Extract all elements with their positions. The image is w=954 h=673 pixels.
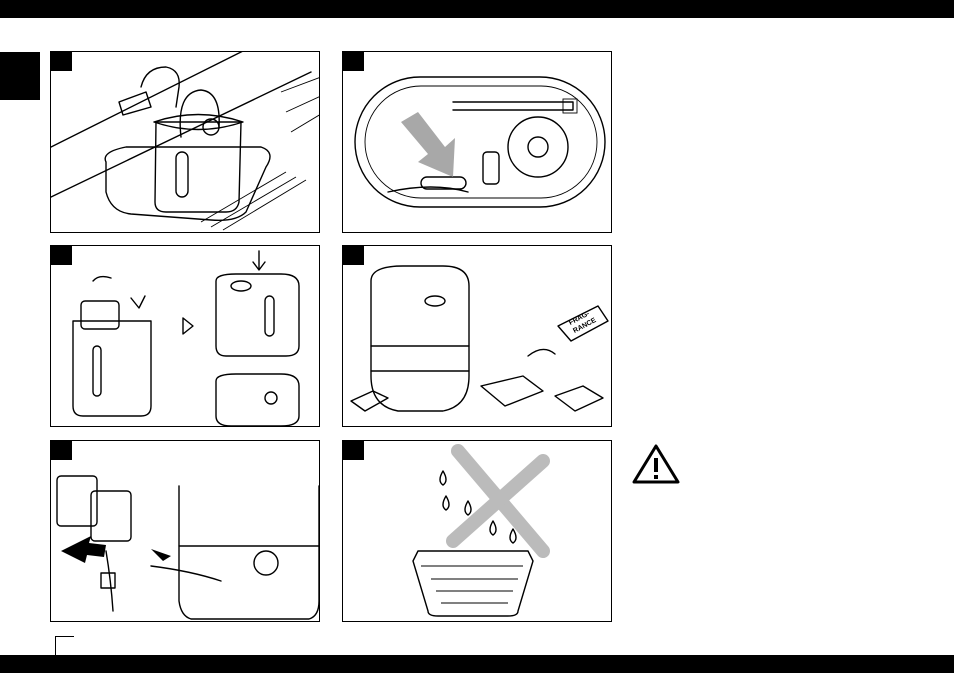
bottom-bar: [0, 655, 954, 673]
warning-triangle-icon: [632, 444, 680, 484]
illustration-panel-2: [342, 51, 612, 233]
page-number: [55, 636, 74, 656]
illustration-panel-5: [50, 440, 320, 622]
tray-wet-illustration: [343, 441, 612, 622]
illustration-panel-3: [50, 245, 320, 427]
top-bar: [0, 0, 954, 18]
illustration-panel-6: [342, 440, 612, 622]
language-tab: [0, 52, 40, 100]
tank-bottom-illustration: [343, 52, 612, 233]
illustration-panel-1: [50, 51, 320, 233]
power-adapter-illustration: [51, 441, 320, 622]
illustration-panel-4: FRAG- RANCE: [342, 245, 612, 427]
fragrance-insert-illustration: FRAG- RANCE: [343, 246, 612, 427]
tank-assembly-illustration: [51, 246, 320, 427]
faucet-fill-illustration: [51, 52, 320, 233]
